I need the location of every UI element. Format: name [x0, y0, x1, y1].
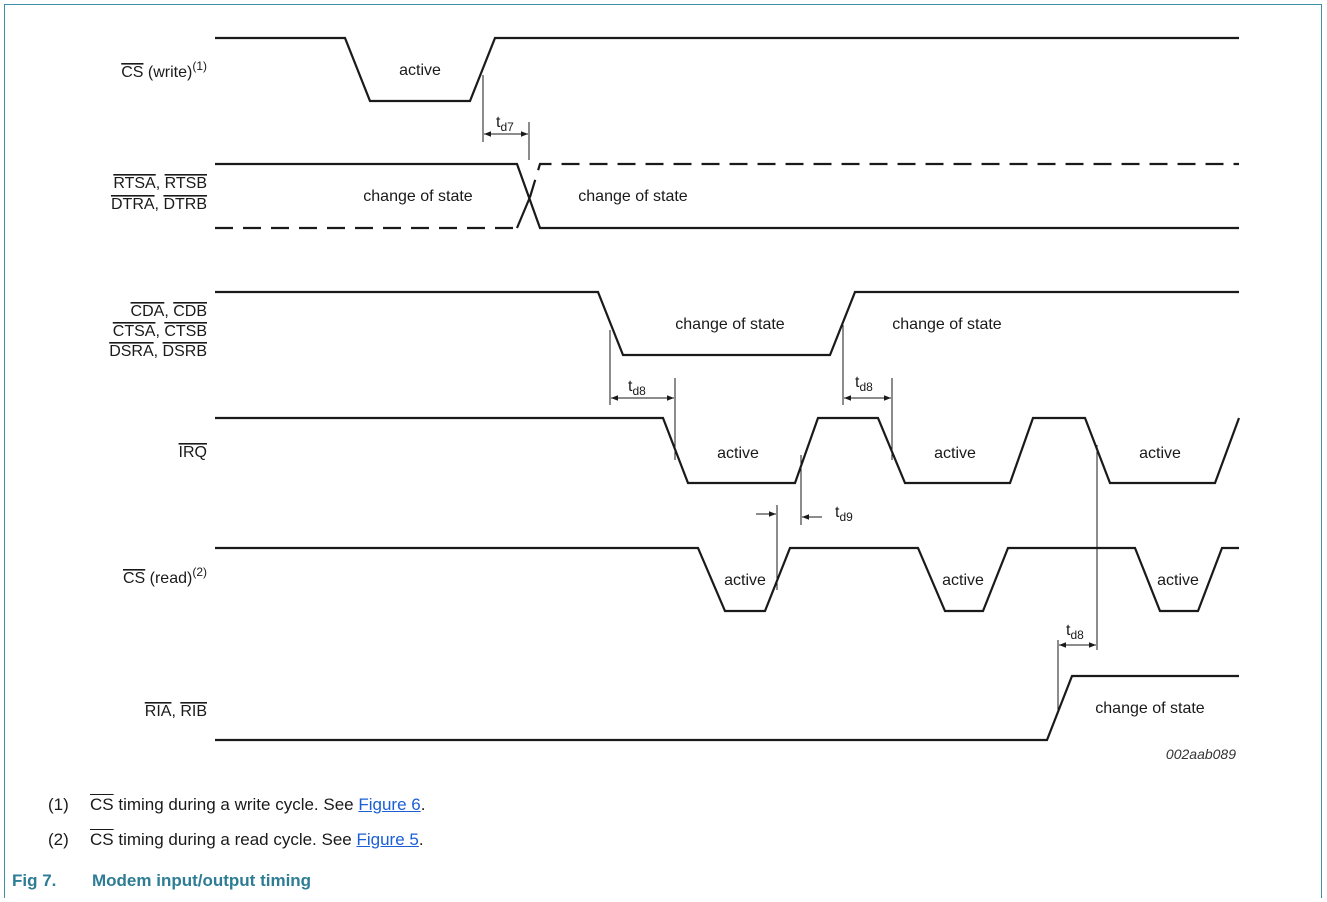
signal-dtr-label: DTRA, DTRB: [111, 196, 207, 213]
footnote-2-text: timing during a read cycle. See: [113, 830, 357, 849]
figure-5-link[interactable]: Figure 5: [356, 830, 419, 849]
footnote-1-number: (1): [48, 795, 69, 814]
signal-rts-label: RTSA, RTSB: [113, 175, 207, 192]
signal-cd-label: CDA, CDB: [131, 303, 207, 320]
figure-caption: Fig 7. Modem input/output timing: [12, 871, 311, 891]
td8-label-cd-fall: td8: [628, 378, 646, 398]
footnote-2: (2) CS timing during a read cycle. See Fi…: [48, 830, 424, 849]
footnote-2-signal: CS: [90, 830, 114, 849]
figure-title: Modem input/output timing: [92, 871, 312, 890]
state-change-ri: change of state: [1095, 700, 1205, 717]
cd-waveform: [215, 290, 1239, 357]
footnote-1-text: timing during a write cycle. See: [113, 795, 359, 814]
signal-irq-label: IRQ: [179, 444, 207, 461]
rts-high-before: [215, 162, 1239, 230]
td7-label: td7: [496, 114, 514, 134]
td8-label-ri: td8: [1066, 622, 1084, 642]
signal-ri-label: RIA, RIB: [145, 703, 207, 720]
figure-reference-code: 002aab089: [1166, 746, 1236, 762]
state-active-irq-3: active: [1139, 445, 1181, 462]
state-active-read-1: active: [724, 572, 766, 589]
state-change-cd-1: change of state: [675, 316, 785, 333]
footnote-1-signal: CS: [90, 795, 114, 814]
rts-high-after: [528, 162, 1239, 198]
state-active-cs-write: active: [399, 62, 441, 79]
state-change-rts-after: change of state: [578, 188, 688, 205]
state-active-read-2: active: [942, 572, 984, 589]
state-active-irq-2: active: [934, 445, 976, 462]
figure-6-link[interactable]: Figure 6: [358, 795, 421, 814]
signal-cts-label: CTSA, CTSB: [113, 323, 207, 340]
footnote-2-number: (2): [48, 830, 69, 849]
ri-waveform: [215, 674, 1239, 742]
figure-frame: [4, 4, 1322, 898]
figure-number: Fig 7.: [12, 871, 57, 890]
cs-write-waveform: [215, 36, 1239, 103]
state-change-rts-before: change of state: [363, 188, 473, 205]
signal-cs-write-label: CS (write)(1): [121, 59, 207, 81]
cs-read-waveform: [215, 546, 1239, 613]
rts-cross: [515, 196, 532, 229]
state-change-cd-2: change of state: [892, 316, 1002, 333]
td9-label: td9: [835, 504, 853, 524]
irq-waveform: [215, 416, 1241, 485]
td8-label-cd-rise: td8: [855, 374, 873, 394]
footnote-1: (1) CS timing during a write cycle. See F…: [48, 795, 426, 814]
state-active-read-3: active: [1157, 572, 1199, 589]
state-active-irq-1: active: [717, 445, 759, 462]
signal-dsr-label: DSRA, DSRB: [109, 343, 207, 360]
signal-cs-read-label: CS (read)(2): [123, 565, 207, 587]
